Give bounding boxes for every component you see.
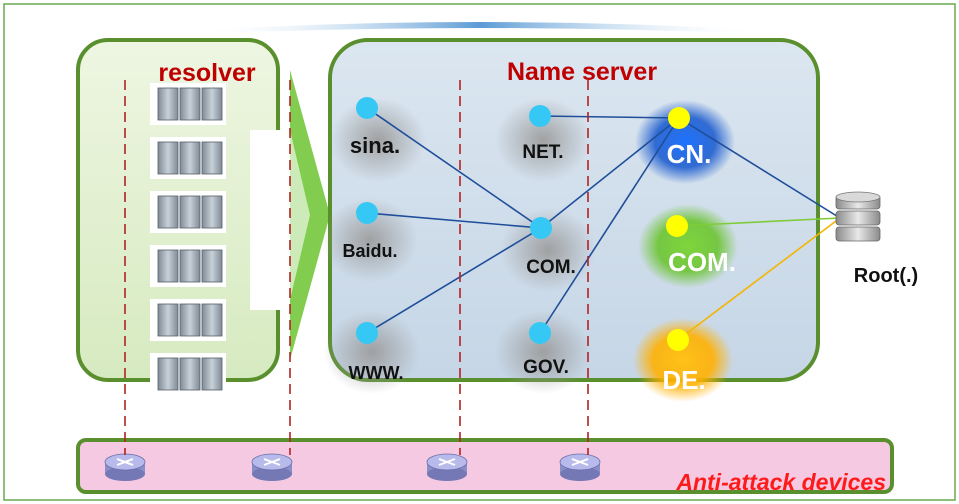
node-label-cn: CN. [667,139,712,169]
anti-attack-bar: Anti-attack devices [76,438,894,495]
top-connector-bar [200,22,760,34]
node-halos [322,98,738,402]
router-icon [559,453,601,481]
node-label-gov: GOV. [523,357,569,378]
node-label-net: NET. [522,142,563,163]
root-label: Root(.) [854,265,918,287]
node-label-de: DE. [662,365,705,395]
node-label-sina: sina. [350,133,400,158]
server-icon [150,83,226,125]
anti-attack-label: Anti-attack devices [675,469,886,495]
server-icon [150,299,226,341]
node-label-com-second-level: COM. [526,257,576,278]
server-icon [150,137,226,179]
node-label-baidu: Baidu. [342,241,397,261]
dashed-connectors [124,80,589,455]
name-server-panel: Name server [322,38,841,402]
name-server-title: Name server [507,58,657,86]
server-icon [150,191,226,233]
router-icon [426,453,468,481]
resolver-title: resolver [158,59,256,87]
node-links [366,107,841,341]
resolver-server-rack [150,83,226,395]
node-dots [356,97,690,351]
resolver-panel: resolver [76,38,280,395]
database-icon [835,191,881,242]
server-icon [150,353,226,395]
router-icon [104,453,146,481]
node-label-com-top-level: COM. [668,247,736,277]
node-label-www: WWW. [349,363,404,383]
server-icon [150,245,226,287]
router-icon [251,453,293,481]
